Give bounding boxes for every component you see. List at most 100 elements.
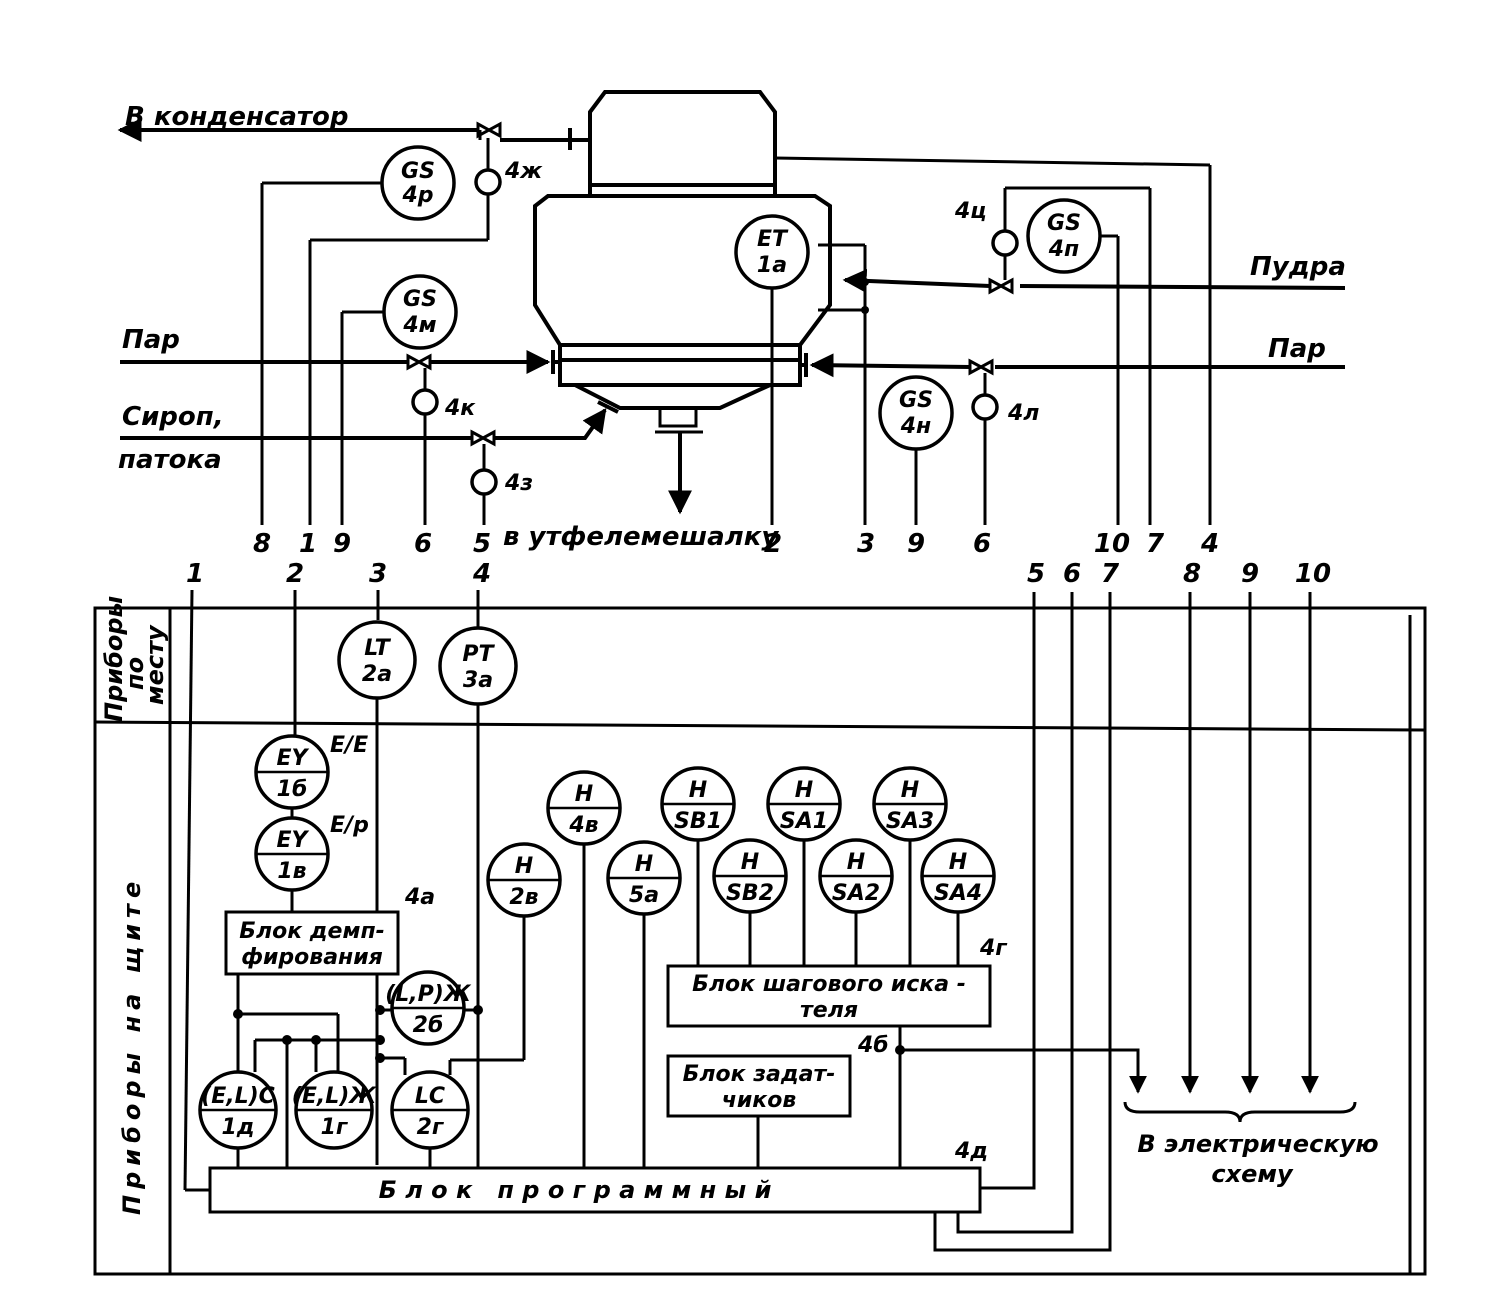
ey-1v-converter: EY 1в — [254, 816, 330, 892]
svg-text:9: 9 — [333, 529, 351, 559]
svg-text:10: 10 — [1094, 529, 1130, 559]
program-tag: 4д — [954, 1139, 988, 1164]
svg-text:6: 6 — [973, 529, 991, 559]
lc-2g-controller: LC 2г — [390, 1070, 470, 1150]
svg-text:2: 2 — [764, 529, 782, 559]
syrup-label-2: патока — [118, 445, 222, 475]
svg-text:4п: 4п — [1048, 237, 1080, 262]
svg-text:SB2: SB2 — [726, 881, 774, 906]
actuator-4l-tag: 4л — [1007, 401, 1039, 426]
setters-tag: 4б — [857, 1033, 889, 1058]
conv-ee-label: E/E — [330, 733, 368, 758]
svg-text:SA3: SA3 — [886, 809, 934, 834]
powder-label: Пудра — [1250, 252, 1346, 282]
section-panel-label: Приборы на щите — [118, 876, 146, 1215]
svg-text:8: 8 — [1183, 559, 1201, 589]
et-1a-instrument: ET 1а — [734, 214, 810, 290]
h-5a-indicator: H 5а — [606, 840, 682, 916]
svg-text:1г: 1г — [321, 1115, 349, 1140]
actuator-4z-tag: 4з — [504, 471, 533, 496]
svg-text:3а: 3а — [463, 668, 493, 693]
svg-text:H: H — [901, 778, 919, 803]
electric-label-1: В электрическую — [1137, 1130, 1378, 1158]
actuator-4zh-tag: 4ж — [504, 159, 543, 184]
svg-text:4: 4 — [1200, 529, 1219, 559]
h-2v-indicator: H 2в — [486, 842, 562, 918]
svg-text:5: 5 — [1027, 559, 1045, 589]
gs-4r-instrument: GS 4р — [380, 145, 456, 221]
panel-line-numbers: 1 2 3 4 5 6 7 8 9 10 — [186, 559, 1331, 589]
svg-text:Приборы: Приборы — [100, 595, 128, 722]
h-sa2-indicator: H SA2 — [818, 838, 894, 914]
svg-text:2г: 2г — [417, 1115, 445, 1140]
steam-left-label: Пар — [122, 325, 180, 355]
svg-text:8: 8 — [253, 529, 271, 559]
svg-text:1: 1 — [299, 529, 317, 559]
section-local-label: Приборы по месту — [100, 595, 169, 722]
svg-text:чиков: чиков — [722, 1088, 797, 1113]
svg-text:5: 5 — [473, 529, 491, 559]
svg-text:1: 1 — [186, 559, 204, 589]
svg-text:2а: 2а — [362, 662, 392, 687]
svg-text:теля: теля — [800, 998, 858, 1023]
syrup-label-1: Сироп, — [122, 402, 224, 432]
lt-2a-instrument: LT 2а — [337, 620, 417, 700]
svg-text:4м: 4м — [402, 313, 436, 338]
el-1d-controller: (E,L)C 1д — [198, 1070, 278, 1150]
svg-text:7: 7 — [1101, 559, 1120, 589]
svg-text:ET: ET — [757, 227, 789, 252]
conv-ep-label: E/р — [330, 813, 369, 838]
svg-text:6: 6 — [414, 529, 432, 559]
svg-text:GS: GS — [1047, 211, 1081, 236]
svg-text:фирования: фирования — [241, 945, 383, 970]
actuator-4k-tag: 4к — [444, 396, 476, 421]
svg-text:EY: EY — [277, 746, 310, 771]
svg-text:3: 3 — [369, 559, 387, 589]
svg-text:3: 3 — [857, 529, 875, 559]
svg-text:4: 4 — [472, 559, 491, 589]
svg-text:GS: GS — [401, 159, 435, 184]
svg-text:(L,P)Ж: (L,P)Ж — [385, 982, 472, 1007]
svg-text:H: H — [741, 850, 759, 875]
steam-right-label: Пар — [1268, 334, 1326, 364]
svg-text:LC: LC — [415, 1084, 445, 1109]
svg-text:SA4: SA4 — [934, 881, 982, 906]
svg-text:4р: 4р — [401, 183, 433, 208]
mixer-label: в утфелемешалку — [503, 522, 779, 552]
svg-text:1в: 1в — [277, 859, 306, 884]
condenser-label: В конденсатор — [125, 102, 348, 132]
svg-text:5а: 5а — [629, 883, 659, 908]
svg-text:1д: 1д — [221, 1115, 254, 1140]
svg-text:EY: EY — [277, 828, 310, 853]
gs-4n-instrument: GS 4н — [878, 375, 954, 451]
svg-text:10: 10 — [1295, 559, 1331, 589]
svg-text:по: по — [121, 657, 149, 690]
actuator-4ts-tag: 4ц — [954, 199, 987, 224]
h-sa4-indicator: H SA4 — [920, 838, 996, 914]
svg-text:SB1: SB1 — [674, 809, 722, 834]
svg-text:1б: 1б — [277, 777, 308, 802]
svg-text:GS: GS — [403, 287, 437, 312]
svg-text:(E,L)C: (E,L)C — [201, 1084, 275, 1109]
svg-text:4в: 4в — [568, 813, 598, 838]
h-sa1-indicator: H SA1 — [766, 766, 842, 842]
panel-frame — [93, 606, 1427, 1276]
svg-text:H: H — [689, 778, 707, 803]
el-1g-indicator: (E,L)Ж 1г — [292, 1070, 378, 1150]
svg-text:(E,L)Ж: (E,L)Ж — [292, 1084, 378, 1109]
svg-text:2в: 2в — [509, 885, 538, 910]
svg-text:Б л о к п р о г р а м м н ы: Б л о к п р о г р а м м н ы й — [379, 1176, 772, 1204]
electric-label-2: схему — [1211, 1160, 1294, 1188]
gs-4m-instrument: GS 4м — [382, 274, 458, 350]
svg-text:Блок демп-: Блок демп- — [239, 919, 385, 944]
svg-text:6: 6 — [1063, 559, 1081, 589]
h-sa3-indicator: H SA3 — [872, 766, 948, 842]
svg-text:H: H — [949, 850, 967, 875]
svg-text:Блок задат-: Блок задат- — [683, 1062, 836, 1087]
stepper-block: Блок шагового иска - теля — [666, 964, 992, 1028]
svg-text:2б: 2б — [413, 1013, 444, 1038]
vacuum-apparatus — [533, 90, 832, 515]
electric-brace — [1123, 1101, 1357, 1123]
damping-tag: 4а — [404, 885, 435, 910]
